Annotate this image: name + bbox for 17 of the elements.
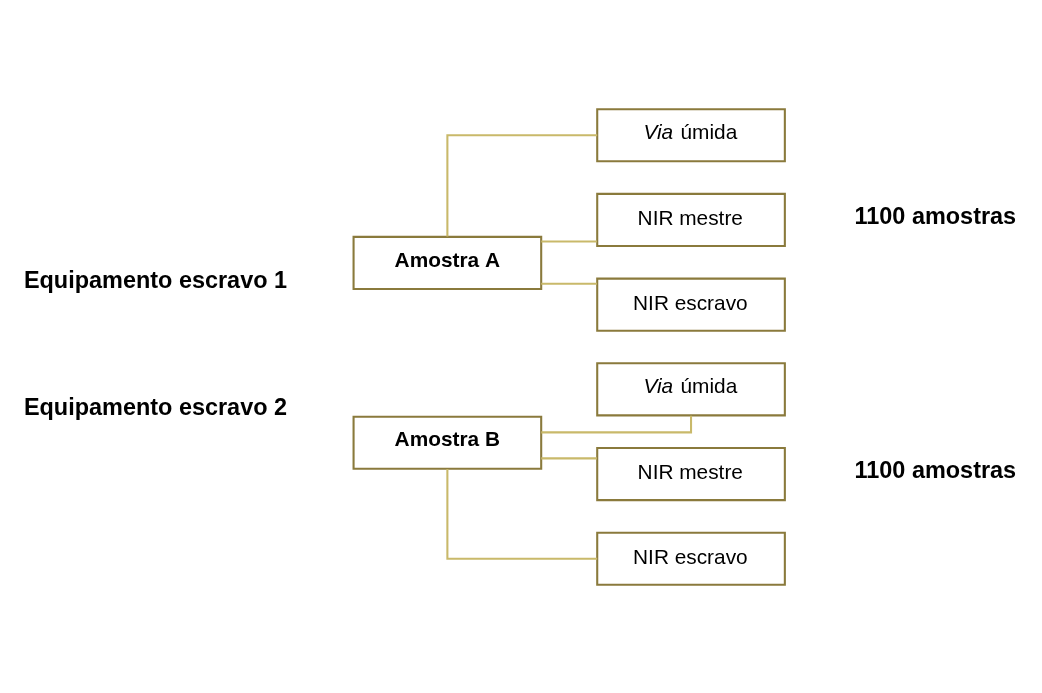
connector <box>541 239 597 242</box>
node-box: NIR mestre <box>596 192 786 247</box>
connector <box>541 456 597 459</box>
node-box: NIR escravo <box>596 531 786 586</box>
node-box: Amostra B <box>352 415 543 470</box>
node-box: Amostra A <box>352 235 543 290</box>
label: 1100 amostras <box>854 456 1017 483</box>
node-box: Via úmida <box>596 361 786 416</box>
connector <box>446 468 598 560</box>
label: Equipamento escravo 2 <box>23 393 288 420</box>
connector <box>541 282 597 285</box>
node-box: NIR mestre <box>596 446 786 501</box>
label: 1100 amostras <box>854 202 1017 229</box>
label: Equipamento escravo 1 <box>23 266 288 293</box>
node-box: Via úmida <box>596 107 786 162</box>
node-box: NIR escravo <box>596 277 786 332</box>
connector <box>446 133 598 236</box>
